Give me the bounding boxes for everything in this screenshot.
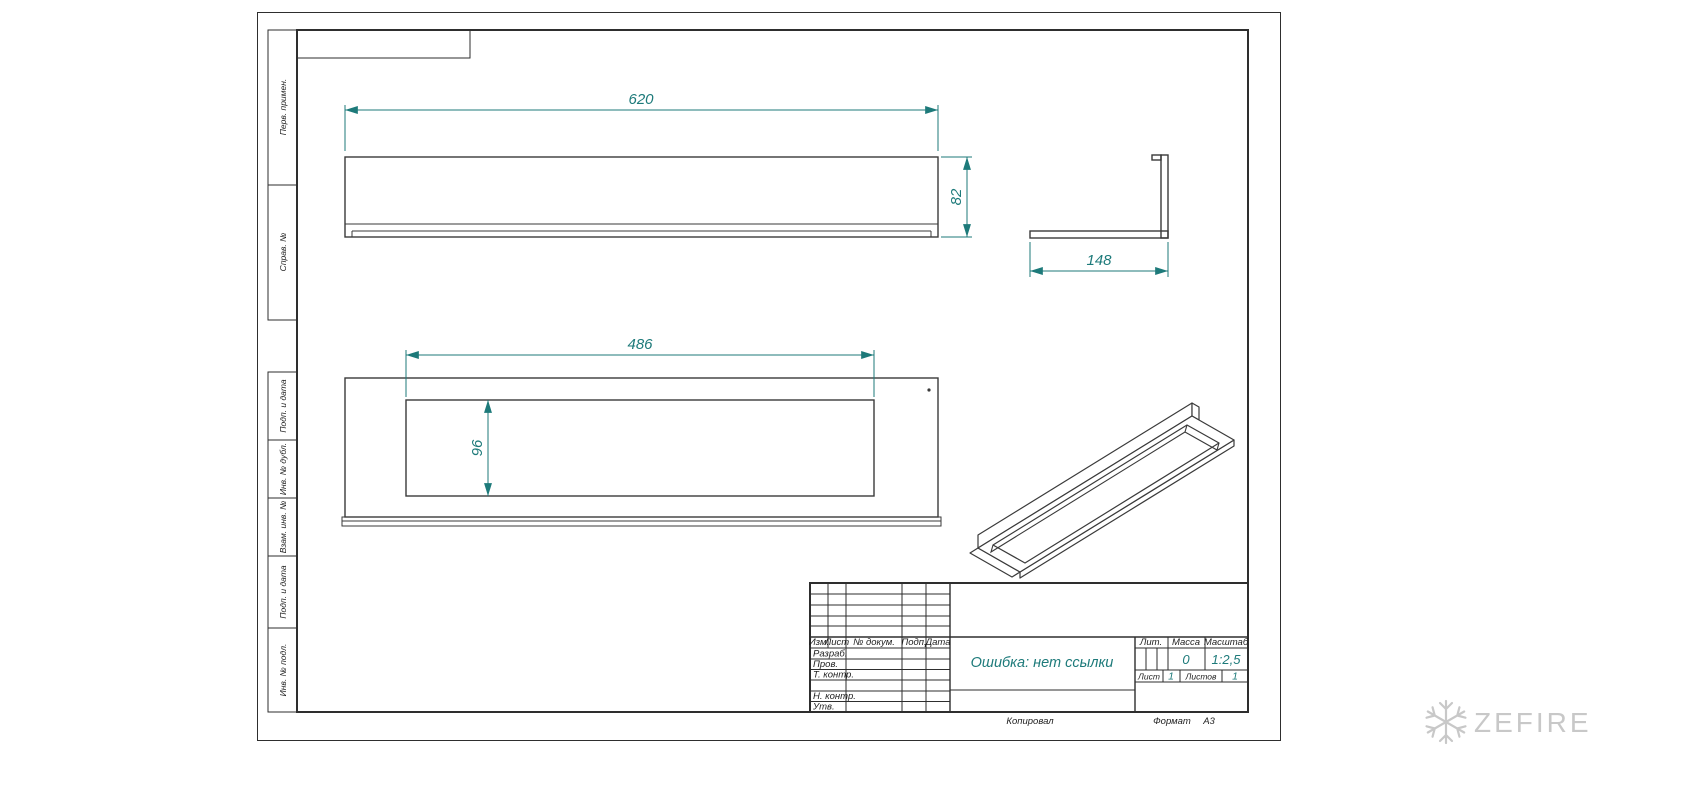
tb-mass-label: Масса: [1172, 637, 1200, 648]
tb-header-data: Дата: [924, 637, 950, 648]
dimension-text-148: 148: [1086, 252, 1112, 269]
tb-header-docnum: № докум.: [853, 637, 895, 648]
tb-scale-label: Масштаб: [1204, 637, 1249, 648]
sheet-outer-border: [257, 12, 1281, 741]
dimension-opening-96: 96: [469, 400, 492, 496]
margin-label-podp-data-1: Подп. и дата: [278, 379, 288, 432]
view-side: [344, 156, 939, 238]
margin-label-podp-data-2: Подп. и дата: [278, 565, 288, 618]
iso-opening: [992, 424, 1220, 564]
zefire-brand-text: ZEFIRE: [1474, 707, 1592, 738]
margin-box-inv-podl: Инв. № подл.: [267, 627, 298, 713]
margin-box-podp-data-1: Подп. и дата: [267, 371, 298, 441]
margin-box-sprav-no: Справ. №: [267, 184, 298, 321]
format-label: Формат: [1153, 716, 1191, 727]
tb-scale-value: 1:2,5: [1212, 652, 1242, 667]
dimension-text-620: 620: [628, 91, 654, 108]
view-front: [341, 377, 942, 527]
margin-box-podp-data-2: Подп. и дата: [267, 555, 298, 629]
margin-label-inv-podl: Инв. № подл.: [278, 644, 288, 697]
dimension-text-82: 82: [948, 188, 965, 205]
top-left-stamp: [296, 29, 471, 59]
format-value: А3: [1202, 716, 1215, 727]
margin-column: Перв. примен. Справ. № Подп. и дата Инв.…: [267, 29, 298, 713]
view-profile: [1029, 154, 1169, 239]
tb-lit-label: Лит.: [1139, 637, 1162, 648]
tb-row-prov: Пров.: [813, 659, 838, 670]
margin-label-inv-dubl: Инв. № дубл.: [278, 443, 288, 495]
dimension-opening-486: 486: [405, 336, 875, 397]
dimension-depth-148: 148: [1029, 242, 1169, 277]
title-block: Изм. Лист № докум. Подп. Дата Разраб. Пр…: [809, 582, 1249, 713]
hole-mark: [927, 388, 931, 392]
margin-box-perv-primen: Перв. примен.: [267, 29, 298, 186]
margin-box-vzam-inv: Взам. инв. №: [267, 497, 298, 557]
tb-header-izm: Изм.: [809, 637, 829, 648]
margin-box-inv-dubl: Инв. № дубл.: [267, 439, 298, 499]
dimension-text-96: 96: [469, 439, 486, 456]
tb-sheets-value: 1: [1232, 671, 1238, 683]
tb-row-utv: Утв.: [812, 702, 835, 713]
dimension-text-486: 486: [627, 336, 653, 353]
iso-opening-depth: [990, 424, 1220, 554]
tb-sheet-value: 1: [1168, 671, 1174, 683]
sheet-inner-frame: [296, 29, 1249, 713]
tb-sheet-label: Лист: [1137, 672, 1160, 682]
kopiroval-label: Копировал: [1006, 716, 1054, 727]
zefire-watermark: ZEFIRE: [1425, 699, 1592, 745]
tb-row-n-kontr: Н. контр.: [813, 691, 856, 702]
tb-row-razrab: Разраб.: [813, 649, 847, 660]
dimension-height-82: 82: [941, 156, 972, 238]
margin-label-vzam-inv: Взам. инв. №: [278, 501, 288, 554]
view-isometric: [969, 402, 1235, 579]
tb-sheets-label: Листов: [1185, 672, 1218, 682]
tb-row-t-kontr: Т. контр.: [813, 670, 854, 681]
tb-header-podp: Подп.: [901, 637, 926, 648]
margin-label-sprav-no: Справ. №: [278, 233, 288, 272]
tb-header-list: Лист: [824, 637, 850, 648]
tb-mass-value: 0: [1182, 652, 1190, 667]
dimension-length-620: 620: [344, 91, 939, 151]
zefire-logo-icon: [1425, 699, 1467, 745]
margin-label-perv-primen: Перв. примен.: [278, 79, 288, 136]
tb-doc-name: Ошибка: нет ссылки: [971, 655, 1114, 671]
